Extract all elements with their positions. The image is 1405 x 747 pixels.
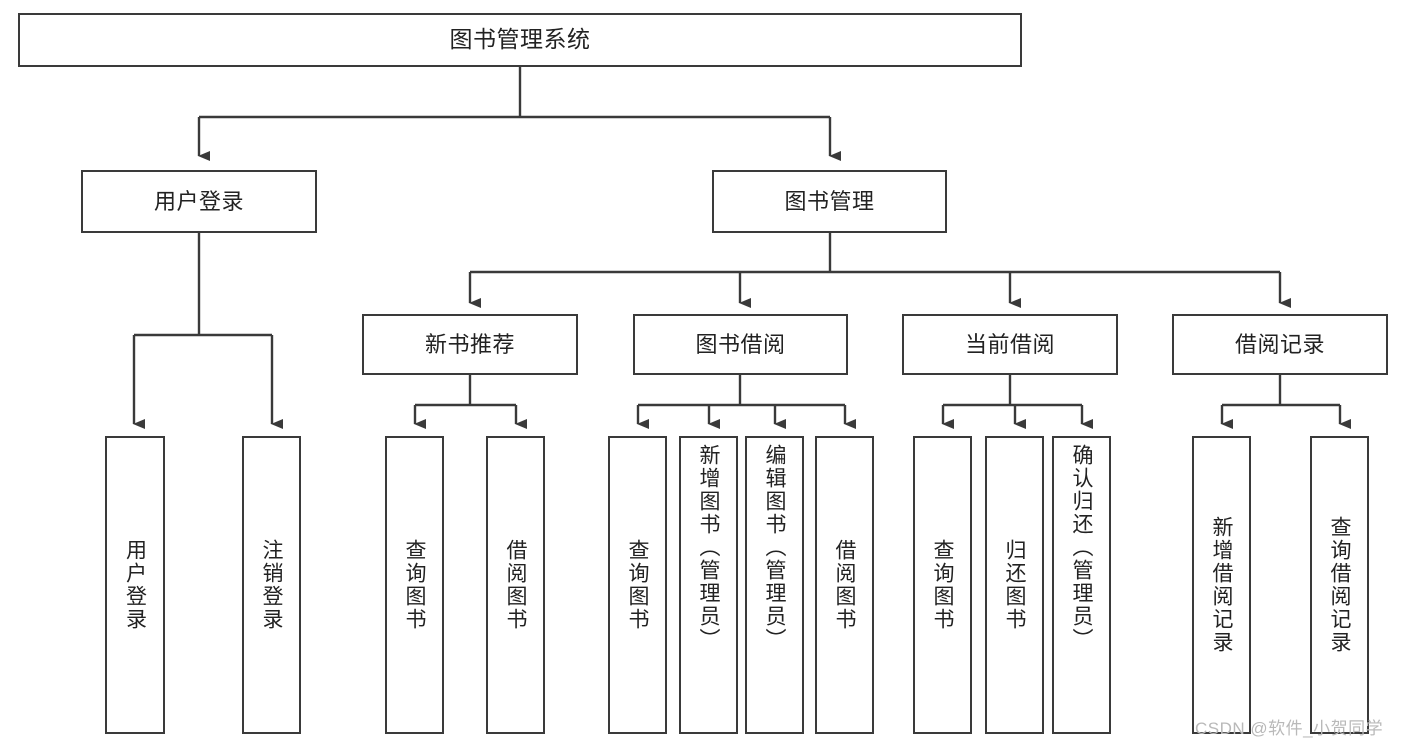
leaf-node[interactable]: 注销登录 (242, 436, 301, 734)
node-new-book-recommendation-label: 新书推荐 (424, 331, 515, 357)
leaf-node[interactable]: 查询图书 (913, 436, 972, 734)
leaf-node-label: 新增借阅记录 (1210, 516, 1234, 654)
leaf-node-label: 查询图书 (931, 539, 955, 631)
node-book-management-label: 图书管理 (784, 188, 875, 214)
node-borrow-records-label: 借阅记录 (1234, 331, 1325, 357)
leaf-node[interactable]: 查询借阅记录 (1310, 436, 1369, 734)
leaf-node-label: 归还图书 (1003, 539, 1027, 631)
leaf-node-label: 编辑图书（管理员） (763, 444, 787, 651)
leaf-node[interactable]: 新增图书（管理员） (679, 436, 738, 734)
leaf-node[interactable]: 确认归还（管理员） (1052, 436, 1111, 734)
leaf-node[interactable]: 借阅图书 (486, 436, 545, 734)
leaf-node-label: 用户登录 (123, 539, 147, 631)
leaf-node-label: 查询借阅记录 (1328, 516, 1352, 654)
node-book-management[interactable]: 图书管理 (712, 170, 947, 233)
node-root[interactable]: 图书管理系统 (18, 13, 1022, 67)
leaf-node-label: 确认归还（管理员） (1070, 444, 1094, 651)
leaf-node-label: 借阅图书 (833, 539, 857, 631)
leaf-node-label: 注销登录 (260, 539, 284, 631)
leaf-node[interactable]: 查询图书 (608, 436, 667, 734)
node-current-borrow-label: 当前借阅 (964, 331, 1055, 357)
leaf-node[interactable]: 归还图书 (985, 436, 1044, 734)
node-root-label: 图书管理系统 (449, 26, 591, 53)
node-user-login-label: 用户登录 (153, 188, 244, 214)
leaf-node[interactable]: 用户登录 (105, 436, 165, 734)
leaf-node[interactable]: 查询图书 (385, 436, 444, 734)
node-user-login[interactable]: 用户登录 (81, 170, 317, 233)
leaf-node[interactable]: 新增借阅记录 (1192, 436, 1251, 734)
csdn-watermark: CSDN @软件_小贺同学 (1195, 719, 1384, 738)
leaf-node-label: 查询图书 (403, 539, 427, 631)
node-book-borrow[interactable]: 图书借阅 (633, 314, 848, 375)
leaf-node-label: 借阅图书 (504, 539, 528, 631)
node-current-borrow[interactable]: 当前借阅 (902, 314, 1118, 375)
leaf-node[interactable]: 编辑图书（管理员） (745, 436, 804, 734)
leaf-node-label: 新增图书（管理员） (697, 444, 721, 651)
node-borrow-records[interactable]: 借阅记录 (1172, 314, 1388, 375)
leaf-node-label: 查询图书 (626, 539, 650, 631)
leaf-node[interactable]: 借阅图书 (815, 436, 874, 734)
node-book-borrow-label: 图书借阅 (695, 331, 786, 357)
node-new-book-recommendation[interactable]: 新书推荐 (362, 314, 578, 375)
